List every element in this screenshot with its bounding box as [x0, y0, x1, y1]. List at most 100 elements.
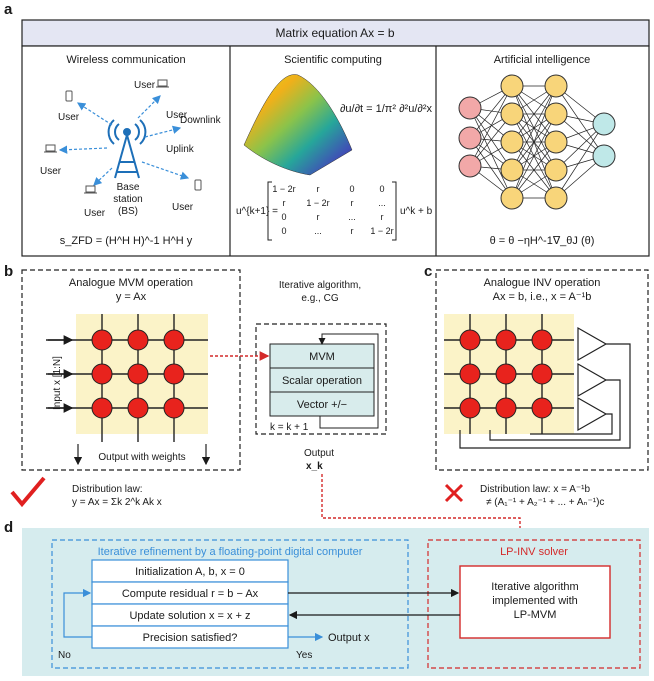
memristor-node [163, 329, 185, 351]
inv-equation: Ax = b, i.e., x = A⁻¹b [493, 291, 592, 303]
heat-surface-plot [243, 74, 353, 176]
memristor-node [459, 363, 481, 385]
matrix-cell: r [317, 212, 320, 222]
nn-node [544, 130, 568, 154]
check-icon [10, 476, 46, 508]
matrix-cell: r [317, 184, 320, 194]
no-label: No [58, 650, 71, 661]
refine-step: Compute residual r = b − Ax [122, 588, 259, 600]
memristor-node [531, 329, 553, 351]
output-label: Output with weights [98, 452, 185, 463]
panel-label-d: d [4, 519, 13, 536]
no-loop-arrow [63, 588, 92, 638]
mvm-dist-title: Distribution law: [72, 484, 143, 495]
base-station-label: station [113, 194, 142, 205]
memristor-node [91, 363, 113, 385]
nn-node [592, 112, 616, 136]
nn-node [500, 74, 524, 98]
nn-edge [511, 113, 557, 199]
solver-text: implemented with [492, 595, 578, 607]
step-scalar [269, 367, 375, 393]
update-rhs: u^k + b [400, 206, 433, 217]
nn-node [500, 130, 524, 154]
step-vector [269, 391, 375, 417]
nn-node [500, 158, 524, 182]
solver-inner-box [459, 565, 611, 639]
wireless-links [58, 95, 190, 186]
base-station-icon [107, 119, 147, 179]
nn-node [592, 144, 616, 168]
matrix-cell: 0 [349, 184, 354, 194]
matrix-cell: r [351, 226, 354, 236]
step-label: Vector +/− [297, 399, 347, 411]
panel-label-c: c [424, 263, 432, 280]
solver-box [427, 539, 641, 669]
memristor-node [495, 329, 517, 351]
uplink-label: Uplink [166, 144, 195, 155]
matrix-cell: ... [348, 212, 356, 222]
matrix-cell: ... [314, 226, 322, 236]
matrix-cell: 1 − 2r [306, 198, 329, 208]
panel-label-b: b [4, 263, 13, 280]
iterative-title: e.g., CG [301, 293, 338, 304]
memristor-node [459, 397, 481, 419]
nn-edge [511, 85, 557, 143]
user-label: User [172, 202, 194, 213]
matrix-cell: 0 [281, 226, 286, 236]
memristor-node [127, 363, 149, 385]
downlink-label: Downlink [180, 115, 222, 126]
user-label: User [40, 166, 62, 177]
matrix-equation-header [21, 19, 650, 47]
memristor-node [531, 363, 553, 385]
user-label: User [166, 110, 188, 121]
inv-title: Analogue INV operation [484, 277, 601, 289]
user-label: User [58, 112, 80, 123]
refine-box [51, 539, 409, 669]
newton-update-formula: θ = θ −ηH^-1∇_θJ (θ) [490, 235, 595, 247]
nn-edge [511, 85, 557, 171]
memristor-node [127, 397, 149, 419]
base-station-label: (BS) [118, 206, 138, 217]
nn-edge [555, 85, 605, 157]
nn-node [544, 74, 568, 98]
refine-title: Iterative refinement by a floating-point… [98, 546, 363, 558]
matrix-cell: 0 [281, 212, 286, 222]
mvm-equation: y = Ax [116, 291, 147, 303]
memristor-node [127, 329, 149, 351]
inv-dist-title: Distribution law: x = A⁻¹b [480, 484, 590, 495]
tridiagonal-matrix [267, 181, 397, 241]
crossbar-grid [46, 314, 208, 442]
memristor-node [163, 397, 185, 419]
solver-text: Iterative algorithm [491, 581, 578, 593]
mvm-dist-equation: y = Ax = Σk 2^k Ak x [72, 497, 162, 508]
matrix-equation-title: Matrix equation Ax = b [275, 26, 394, 40]
loop-arrow [318, 333, 379, 429]
cross-icon [444, 483, 464, 503]
nn-node [458, 126, 482, 150]
memristor-node [495, 397, 517, 419]
nn-node [544, 186, 568, 210]
matrix-cell: 1 − 2r [272, 184, 295, 194]
memristor-node [163, 363, 185, 385]
device-icon [44, 79, 202, 194]
step-label: Scalar operation [282, 375, 362, 387]
yes-label: Yes [296, 650, 312, 661]
nn-node [544, 102, 568, 126]
user-label: User [84, 208, 106, 219]
nn-edge [469, 107, 513, 199]
matrix-cell: 0 [379, 184, 384, 194]
nn-node [458, 96, 482, 120]
nn-edge [469, 85, 513, 167]
pde-equation: ∂u/∂t = 1/π² ∂²u/∂²x [340, 103, 432, 115]
nn-edge [511, 141, 557, 199]
matrix-cell: ... [378, 198, 386, 208]
counter-label: k = k + 1 [270, 422, 309, 433]
nn-edge [555, 123, 605, 199]
nn-node [500, 186, 524, 210]
nn-node [544, 158, 568, 182]
matrix-cell: r [351, 198, 354, 208]
user-label: User [134, 80, 156, 91]
